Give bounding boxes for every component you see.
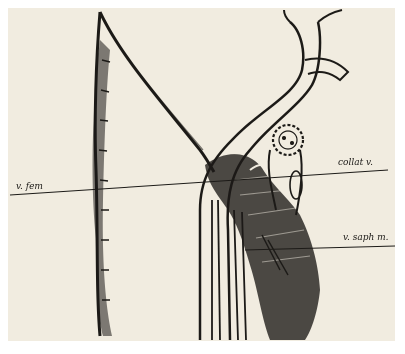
paper-background (8, 8, 395, 341)
label-femoral-vein: v. fem (16, 182, 43, 192)
label-collateral-vein: collat v. (338, 158, 373, 168)
label-saphenous-vein: v. saph m. (343, 233, 389, 243)
